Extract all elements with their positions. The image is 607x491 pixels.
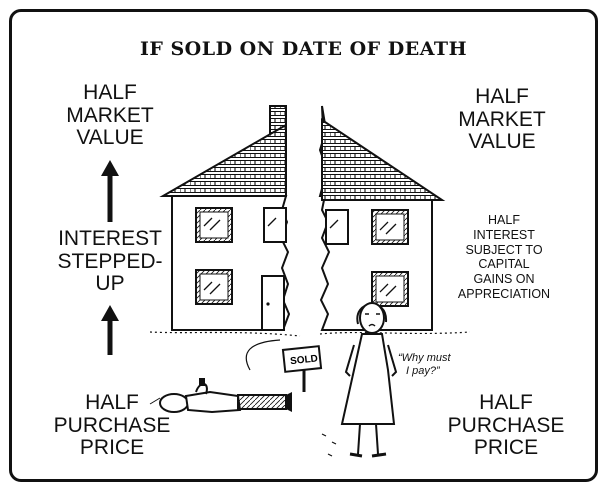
left-bottom-label: HALF PURCHASE PRICE bbox=[52, 391, 172, 460]
label-line: HALF bbox=[83, 81, 137, 104]
left-top-label: HALF MARKET VALUE bbox=[60, 81, 160, 150]
cartoon-frame bbox=[9, 9, 598, 482]
sold-sign-text: SOLD bbox=[290, 353, 319, 367]
label-line: PRICE bbox=[79, 436, 145, 460]
label-line: VALUE bbox=[76, 126, 144, 150]
arrow-up-icon bbox=[101, 305, 119, 355]
label-line: PURCHASE bbox=[447, 413, 565, 437]
speech-line: “Why must bbox=[398, 352, 451, 364]
label-line: INTEREST bbox=[58, 227, 162, 250]
label-line: HALF bbox=[479, 391, 533, 414]
label-line: CAPITAL bbox=[478, 257, 530, 272]
label-line: UP bbox=[95, 272, 125, 296]
label-line: GAINS ON bbox=[473, 272, 535, 286]
sold-sign: SOLD bbox=[281, 345, 323, 392]
label-line: HALF bbox=[488, 213, 520, 227]
house-left-half bbox=[149, 105, 301, 371]
label-line: PURCHASE bbox=[53, 413, 171, 437]
label-line: HALF bbox=[85, 391, 139, 414]
speech-text: “Why must I pay?” bbox=[398, 352, 468, 377]
label-line: APPRECIATION bbox=[457, 286, 551, 301]
cartoon-title: IF SOLD ON DATE OF DEATH bbox=[139, 38, 468, 60]
label-line: INTEREST bbox=[473, 227, 535, 242]
standing-woman bbox=[321, 302, 398, 458]
right-bottom-label: HALF PURCHASE PRICE bbox=[446, 391, 566, 460]
lying-man bbox=[149, 378, 292, 414]
label-line: STEPPED- bbox=[57, 249, 163, 273]
right-top-label: HALF MARKET VALUE bbox=[452, 85, 552, 154]
house-right-half bbox=[318, 105, 471, 335]
left-middle-label: INTEREST STEPPED- UP bbox=[52, 227, 168, 296]
right-middle-label: HALF INTEREST SUBJECT TO CAPITAL GAINS O… bbox=[446, 213, 562, 302]
label-line: MARKET bbox=[458, 107, 546, 131]
arrow-up-icon bbox=[101, 160, 119, 222]
label-line: MARKET bbox=[66, 103, 154, 127]
speech-line: I pay?” bbox=[406, 364, 440, 377]
label-line: VALUE bbox=[468, 130, 536, 154]
label-line: SUBJECT TO bbox=[465, 242, 543, 257]
label-line: HALF bbox=[475, 85, 529, 108]
label-line: PRICE bbox=[473, 436, 539, 460]
